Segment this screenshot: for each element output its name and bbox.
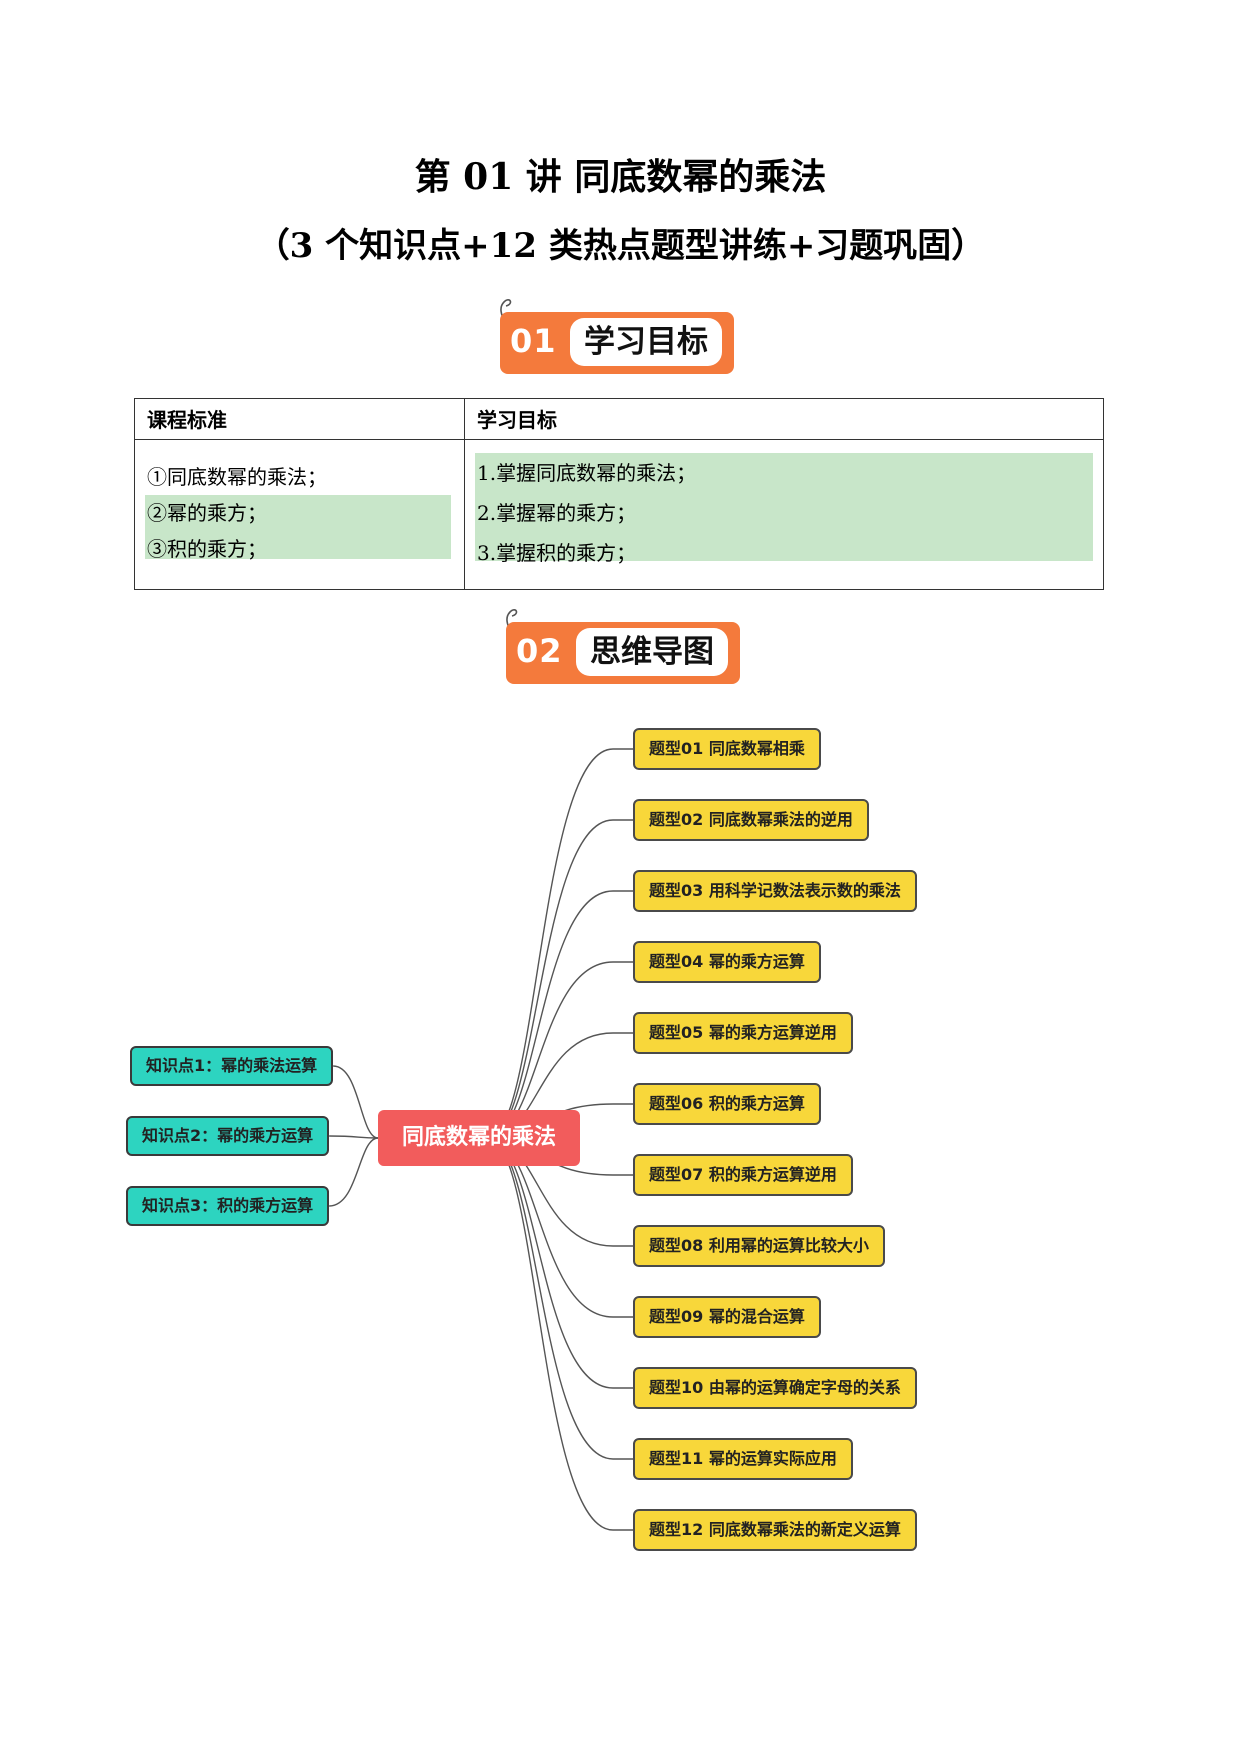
topic-node: 题型12 同底数幂乘法的新定义运算 bbox=[633, 1509, 917, 1551]
section-badge-mindmap: 02 思维导图 bbox=[506, 609, 740, 684]
goal-item: 2.掌握幂的乘方； bbox=[477, 501, 637, 525]
topic-node: 题型06 积的乘方运算 bbox=[633, 1083, 821, 1125]
connector-line bbox=[333, 1065, 379, 1139]
connector-line bbox=[487, 819, 633, 1139]
topic-node: 题型05 幂的乘方运算逆用 bbox=[633, 1012, 853, 1054]
topic-node: 题型07 积的乘方运算逆用 bbox=[633, 1154, 853, 1196]
highlight-goal bbox=[475, 453, 1093, 561]
goals-table: 课程标准 学习目标 ①同底数幂的乘法； ②幂的乘方； ③积的乘方； 1.掌握同底… bbox=[134, 398, 1104, 590]
connector-line bbox=[329, 1135, 379, 1139]
section-number: 01 bbox=[510, 322, 557, 360]
standard-item: ②幂的乘方； bbox=[147, 501, 267, 525]
topic-node: 题型10 由幂的运算确定字母的关系 bbox=[633, 1367, 917, 1409]
page-title: 第 01 讲 同底数幂的乘法 bbox=[414, 156, 827, 198]
highlight-standard bbox=[145, 495, 451, 559]
standard-item: ①同底数幂的乘法； bbox=[147, 465, 327, 489]
knowledge-point-node: 知识点3：积的乘方运算 bbox=[126, 1186, 330, 1226]
page-subtitle: （3 个知识点+12 类热点题型讲练+习题巩固） bbox=[255, 226, 986, 266]
knowledge-point-node: 知识点2：幂的乘方运算 bbox=[126, 1116, 330, 1156]
knowledge-point-node: 知识点1：幂的乘法运算 bbox=[130, 1046, 334, 1086]
section-number: 02 bbox=[516, 632, 563, 670]
section-label: 学习目标 bbox=[570, 318, 722, 366]
connector-line bbox=[487, 1137, 633, 1460]
topic-node: 题型11 幂的运算实际应用 bbox=[633, 1438, 853, 1480]
table-divider bbox=[464, 399, 465, 589]
connector-line bbox=[487, 1137, 633, 1531]
topic-node: 题型09 幂的混合运算 bbox=[633, 1296, 821, 1338]
connector-line bbox=[487, 748, 633, 1139]
connector-line bbox=[329, 1137, 379, 1207]
topic-node: 题型01 同底数幂相乘 bbox=[633, 728, 821, 770]
goal-item: 1.掌握同底数幂的乘法； bbox=[477, 461, 697, 485]
table-header-standard: 课程标准 bbox=[147, 408, 227, 432]
topic-node: 题型02 同底数幂乘法的逆用 bbox=[633, 799, 869, 841]
standard-item: ③积的乘方； bbox=[147, 537, 267, 561]
topic-node: 题型03 用科学记数法表示数的乘法 bbox=[633, 870, 917, 912]
connector-line bbox=[487, 890, 633, 1139]
table-header-goal: 学习目标 bbox=[477, 408, 557, 432]
section-badge-goals: 01 学习目标 bbox=[500, 299, 734, 374]
mind-map-center: 同底数幂的乘法 bbox=[378, 1110, 581, 1166]
section-label: 思维导图 bbox=[576, 628, 728, 676]
topic-node: 题型04 幂的乘方运算 bbox=[633, 941, 821, 983]
topic-node: 题型08 利用幂的运算比较大小 bbox=[633, 1225, 885, 1267]
mind-map: 同底数幂的乘法 知识点1：幂的乘法运算 知识点2：幂的乘方运算 知识点3：积的乘… bbox=[0, 700, 1241, 1560]
table-header-rule bbox=[135, 439, 1103, 440]
goal-item: 3.掌握积的乘方； bbox=[477, 541, 637, 565]
